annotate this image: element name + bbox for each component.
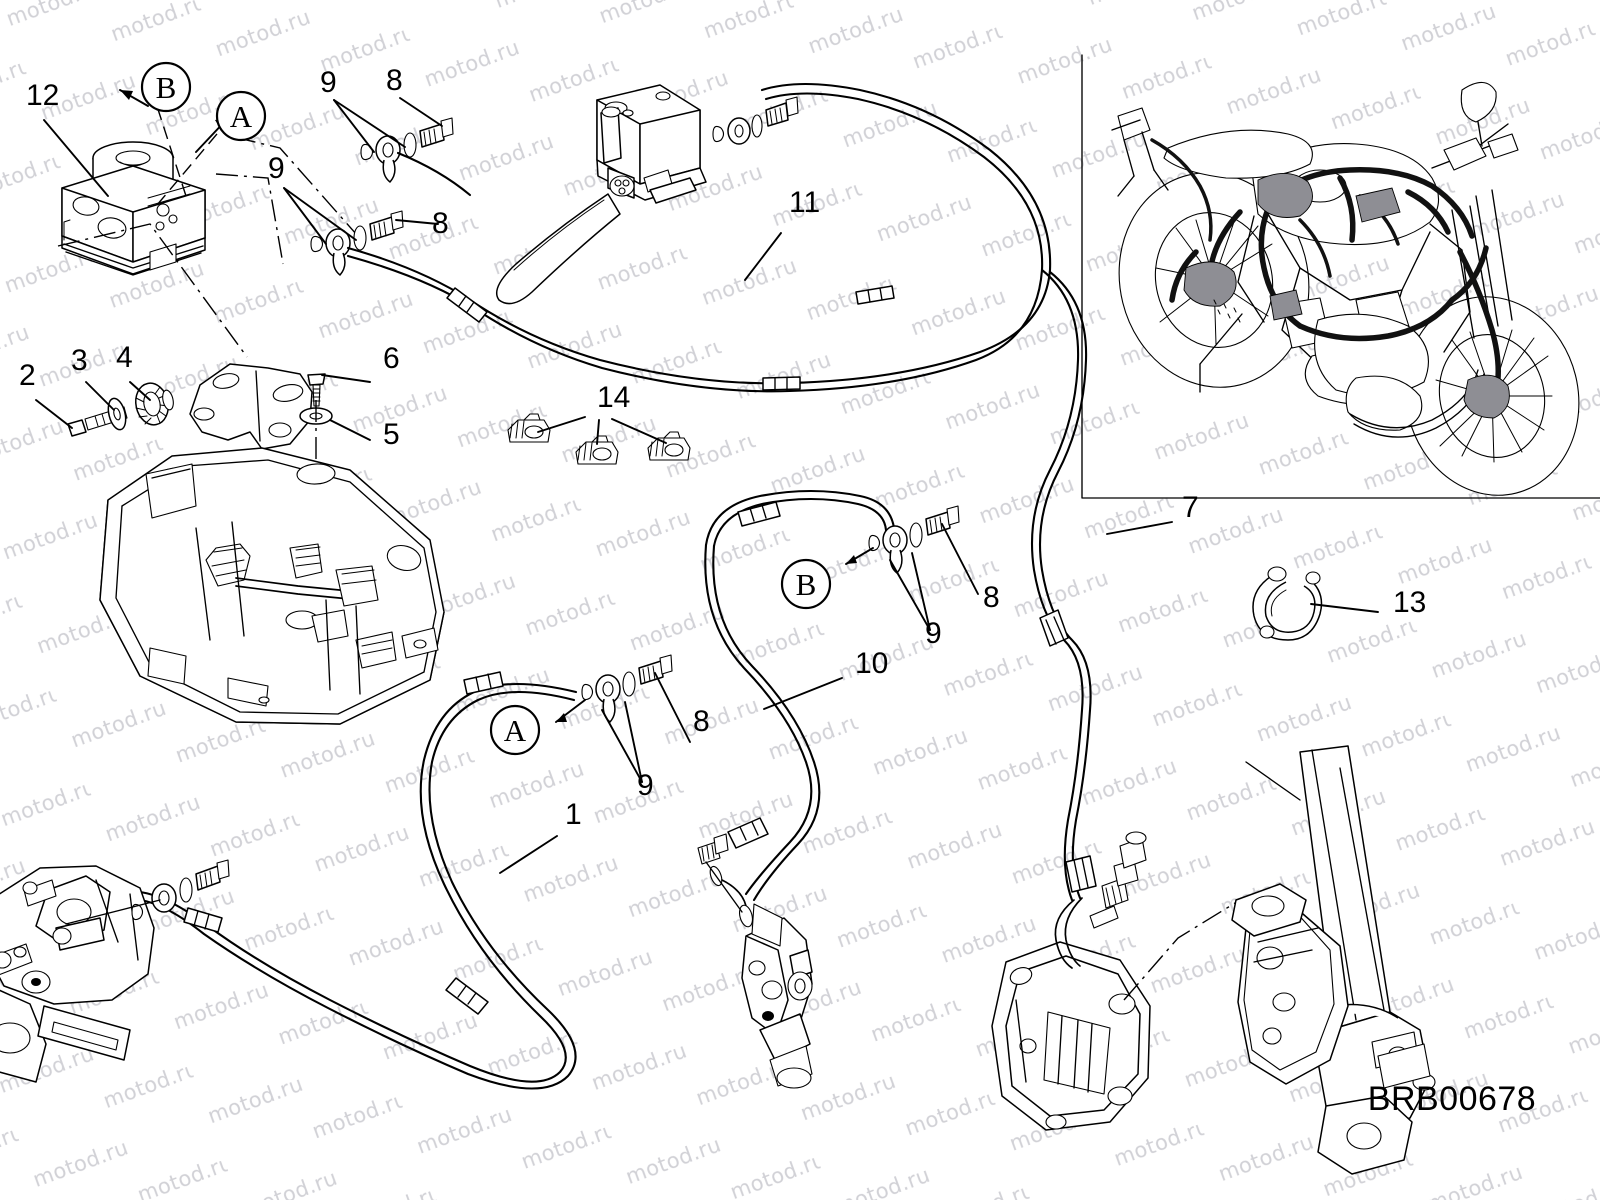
- part-label-8b: 8: [432, 207, 449, 240]
- motorcycle-overview: [1081, 54, 1600, 499]
- banjo-fitting-upper: [360, 117, 454, 183]
- part-label-4: 4: [116, 341, 133, 374]
- part-label-10: 10: [855, 647, 888, 680]
- part-label-3: 3: [71, 344, 88, 377]
- rear-brake-hose-10: [704, 489, 896, 902]
- front-fork-leg: [1231, 745, 1436, 1175]
- callout-label: A: [504, 713, 527, 748]
- part-label-14: 14: [597, 381, 630, 414]
- part-label-8a: 8: [386, 64, 403, 97]
- part-label-2: 2: [19, 359, 36, 392]
- rear-master-cylinder: [697, 833, 813, 1089]
- part-label-7: 7: [1182, 491, 1199, 524]
- banjo-fitting-lower: [310, 210, 404, 276]
- front-brake-caliper: [991, 831, 1151, 1131]
- front-brake-hose-7: [1030, 268, 1097, 902]
- front-master-cylinder: [495, 84, 799, 305]
- callout-label: B: [156, 70, 177, 105]
- part-label-6: 6: [383, 342, 400, 375]
- callout-label: B: [796, 567, 817, 602]
- part-label-5: 5: [383, 418, 400, 451]
- rear-brake-caliper: [0, 859, 230, 1083]
- front-brake-hose-11: [346, 82, 1052, 393]
- part-label-1: 1: [565, 798, 582, 831]
- part-label-9d: 9: [637, 769, 654, 802]
- part-label-9c: 9: [925, 617, 942, 650]
- part-label-12: 12: [26, 79, 59, 112]
- callout-a-top: A: [215, 90, 267, 142]
- banjo-fitting-mid: [868, 505, 979, 631]
- callout-b-mid: B: [780, 558, 832, 610]
- part-label-9a: 9: [320, 66, 337, 99]
- part-label-11: 11: [789, 186, 820, 219]
- hose-clamp-13: [1252, 566, 1323, 641]
- part-label-8c: 8: [983, 581, 1000, 614]
- hose-clips-14: [507, 413, 691, 465]
- part-label-9b: 9: [268, 152, 285, 185]
- part-label-8d: 8: [693, 705, 710, 738]
- abs-hydraulic-unit: [61, 141, 206, 276]
- battery-support-tray: [35, 363, 445, 725]
- callout-label: A: [230, 99, 253, 134]
- callout-b-top: B: [140, 61, 192, 113]
- rear-brake-hose-1: [138, 671, 578, 1090]
- drawing-part-number: BRB00678: [1368, 1080, 1536, 1118]
- callout-a-mid: A: [489, 704, 541, 756]
- part-label-13: 13: [1393, 586, 1426, 619]
- banjo-fitting-rear: [581, 654, 691, 783]
